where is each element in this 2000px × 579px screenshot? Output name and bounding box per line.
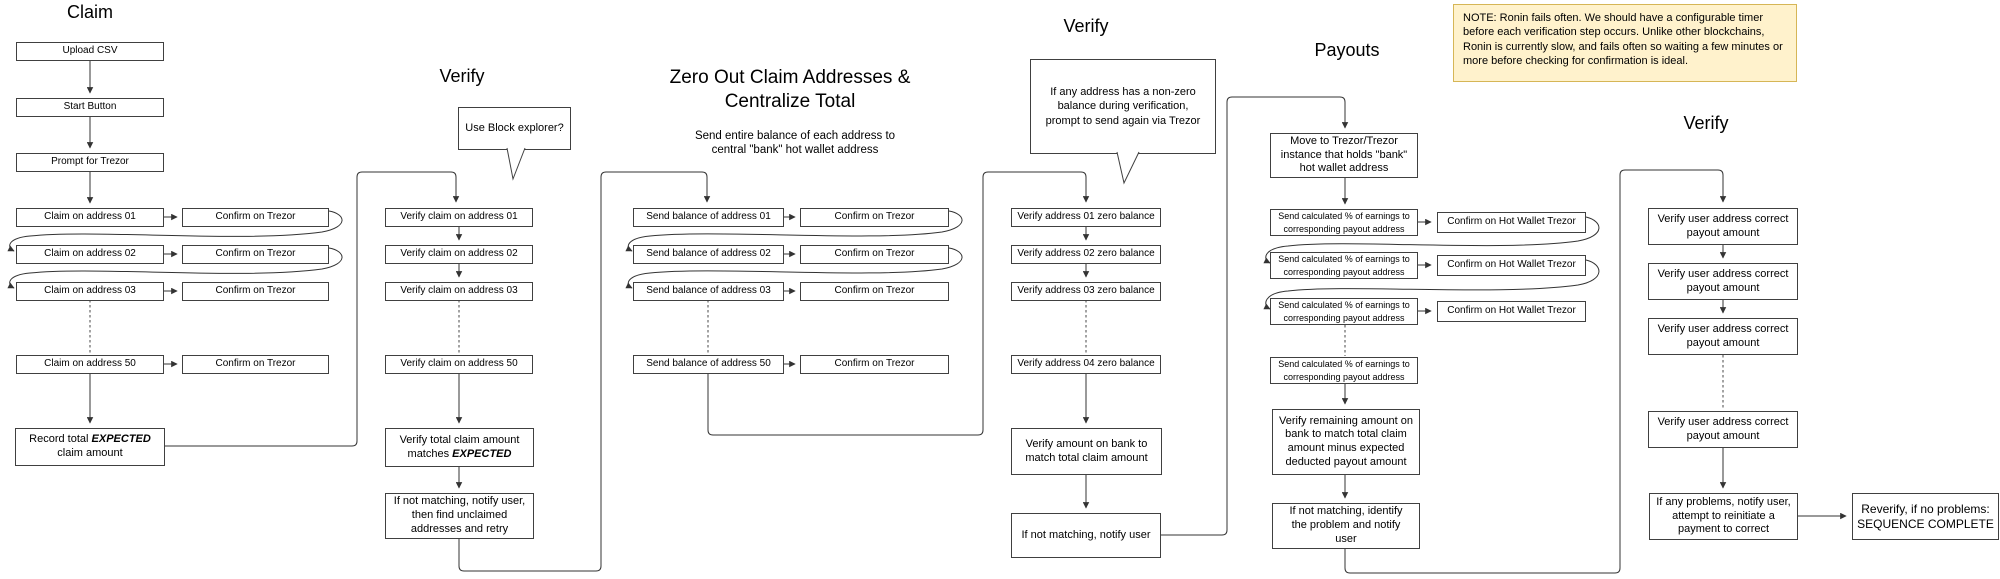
loopback	[7, 247, 343, 289]
confirm-trezor-box: Confirm on Trezor	[182, 245, 329, 264]
step-start-button: Start Button	[16, 98, 164, 117]
confirm-trezor-box: Confirm on Trezor	[182, 208, 329, 227]
connector-verify-to-zeroout	[458, 171, 711, 572]
section-title-verify-claims: Verify	[439, 66, 485, 86]
confirm-trezor-box: Confirm on Trezor	[800, 208, 949, 227]
send-percent-box: Send calculated % of earnings to corresp…	[1270, 209, 1418, 236]
send-percent-box: Send calculated % of earnings to corresp…	[1270, 298, 1418, 325]
loopback	[7, 210, 343, 252]
claim-address-box: Claim on address 01	[16, 208, 164, 227]
sequence-complete-box: Reverify, if no problems:SEQUENCE COMPLE…	[1852, 493, 1999, 540]
loopback	[1263, 216, 1600, 264]
confirm-trezor-box: Confirm on Trezor	[800, 245, 949, 264]
mismatch-retry-box: If not matching, notify user, then find …	[385, 493, 534, 539]
confirm-trezor-box: Confirm on Trezor	[800, 355, 949, 374]
verify-zero-balance-box: Verify address 01 zero balance	[1011, 208, 1161, 227]
mismatch-notify-box: If not matching, notify user	[1011, 513, 1161, 558]
verify-claim-box: Verify claim on address 50	[385, 355, 533, 374]
verify-remaining-box: Verify remaining amount on bank to match…	[1272, 409, 1420, 475]
callout-block-explorer: Use Block explorer?	[458, 107, 571, 150]
sticky-note: NOTE: Ronin fails often. We should have …	[1453, 4, 1797, 82]
connector-verifyzero-to-payouts	[1161, 96, 1349, 536]
verify-payout-box: Verify user address correct payout amoun…	[1648, 208, 1798, 245]
connector-payouts-to-verifypayouts	[1344, 169, 1727, 574]
verify-payout-box: Verify user address correct payout amoun…	[1648, 263, 1798, 300]
verify-payout-box: Verify user address correct payout amoun…	[1648, 318, 1798, 355]
verify-payout-box: Verify user address correct payout amoun…	[1648, 411, 1798, 448]
claim-address-box: Claim on address 50	[16, 355, 164, 374]
send-percent-box: Send calculated % of earnings to corresp…	[1270, 357, 1418, 384]
section-title-payouts: Payouts	[1314, 40, 1380, 60]
confirm-trezor-box: Confirm on Trezor	[800, 282, 949, 301]
confirm-hotwallet-box: Confirm on Hot Wallet Trezor	[1437, 212, 1586, 233]
verify-claim-box: Verify claim on address 01	[385, 208, 533, 227]
confirm-trezor-box: Confirm on Trezor	[182, 355, 329, 374]
loopback	[625, 210, 963, 252]
move-to-trezor-box: Move to Trezor/Trezor instance that hold…	[1270, 133, 1418, 178]
send-balance-box: Send balance of address 02	[633, 245, 784, 264]
claim-address-box: Claim on address 02	[16, 245, 164, 264]
section-title-verify-zero: Verify	[1063, 16, 1109, 36]
confirm-hotwallet-box: Confirm on Hot Wallet Trezor	[1437, 255, 1586, 276]
verify-zero-balance-box: Verify address 03 zero balance	[1011, 282, 1161, 301]
connector-zeroout-to-verifyzero	[707, 171, 1090, 436]
send-balance-box: Send balance of address 03	[633, 282, 784, 301]
connector-claim-to-verify	[165, 171, 460, 447]
send-balance-box: Send balance of address 50	[633, 355, 784, 374]
step-prompt-trezor: Prompt for Trezor	[16, 153, 164, 172]
claim-address-box: Claim on address 03	[16, 282, 164, 301]
verify-claim-box: Verify claim on address 03	[385, 282, 533, 301]
verify-claim-box: Verify claim on address 02	[385, 245, 533, 264]
loopback	[625, 247, 963, 289]
section-title-verify-payouts: Verify	[1683, 113, 1729, 133]
callout-nonzero-balance: If any address has a non-zero balance du…	[1030, 59, 1216, 154]
verify-bank-box: Verify amount on bank to match total cla…	[1011, 428, 1162, 475]
verify-zero-balance-box: Verify address 02 zero balance	[1011, 245, 1161, 264]
section-title-zero-out: Zero Out Claim Addresses &Centralize Tot…	[669, 67, 911, 112]
send-percent-box: Send calculated % of earnings to corresp…	[1270, 252, 1418, 279]
verify-zero-balance-box: Verify address 04 zero balance	[1011, 355, 1161, 374]
mismatch-identify-box: If not matching, identify the problem an…	[1272, 503, 1420, 549]
problems-reinitiate-box: If any problems, notify user, attempt to…	[1649, 493, 1798, 540]
loopback	[1263, 259, 1600, 310]
section-title-claim: Claim	[66, 2, 113, 22]
confirm-trezor-box: Confirm on Trezor	[182, 282, 329, 301]
send-balance-box: Send balance of address 01	[633, 208, 784, 227]
step-upload-csv: Upload CSV	[16, 42, 164, 61]
confirm-hotwallet-box: Confirm on Hot Wallet Trezor	[1437, 301, 1586, 322]
